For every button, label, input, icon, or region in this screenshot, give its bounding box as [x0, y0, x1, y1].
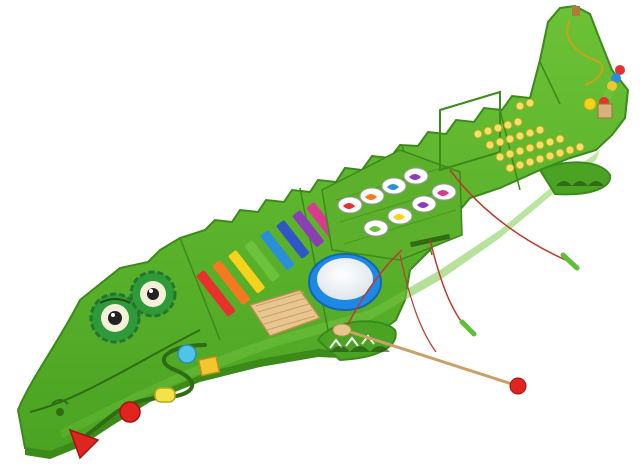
fish-pocket[interactable] [363, 219, 389, 237]
yellow-bead[interactable] [583, 97, 597, 111]
xylophone-bar[interactable] [292, 210, 325, 248]
nostril [56, 408, 64, 416]
xylophone-bar[interactable] [196, 270, 236, 317]
fish-pocket[interactable] [387, 207, 413, 225]
mallet-grip [332, 323, 352, 337]
left-eye[interactable] [89, 292, 141, 344]
shape-slide-track [78, 343, 207, 442]
drum[interactable] [308, 253, 382, 311]
cylinder-shape-icon[interactable] [154, 387, 176, 403]
fish-pocket[interactable] [381, 177, 407, 195]
back-foot [538, 161, 612, 196]
right-eye[interactable] [129, 270, 177, 318]
circle-shape-icon[interactable] [177, 344, 197, 364]
mallet-icon[interactable] [509, 377, 527, 395]
circle-shape-icon[interactable] [119, 401, 141, 423]
fish-pocket[interactable] [411, 195, 437, 213]
fishing-line [429, 239, 469, 331]
abacus-frame [439, 90, 501, 172]
fish-pocket[interactable] [337, 196, 363, 214]
abacus-row[interactable] [485, 125, 545, 150]
front-foot [316, 320, 397, 362]
panel-seam [299, 187, 331, 341]
xylophone-bar[interactable] [228, 250, 265, 294]
fish-icon [417, 202, 429, 208]
xylophone-bar[interactable] [212, 260, 251, 306]
fish-pocket[interactable] [431, 183, 457, 201]
panel-seam [539, 61, 561, 105]
maze-wire [566, 19, 604, 86]
fish-icon [343, 203, 355, 209]
fishing-line [344, 249, 403, 331]
abacus [439, 90, 585, 173]
mallet-handle [337, 326, 513, 386]
fish-icon [437, 190, 449, 196]
maze-post [572, 6, 580, 16]
abacus-row[interactable] [505, 142, 585, 173]
abacus-row[interactable] [515, 98, 535, 111]
crocodile-head [29, 270, 221, 460]
abacus-row[interactable] [473, 117, 523, 139]
fish-icon [365, 194, 377, 200]
panel-seam [179, 237, 221, 341]
fish-pocket[interactable] [403, 167, 429, 185]
nostril-curve [51, 399, 69, 405]
accessories [332, 169, 580, 395]
xylophone-bar[interactable] [244, 240, 280, 282]
fishing-line [449, 169, 571, 263]
mouth-line [29, 329, 201, 413]
fish-pocket[interactable] [359, 187, 385, 205]
magnet-rod-icon[interactable] [560, 252, 580, 271]
mallet-string [399, 254, 437, 353]
fish-icon [393, 214, 405, 220]
xylophone-bar[interactable] [276, 220, 310, 259]
xylophone-bar[interactable] [260, 230, 295, 271]
fish-icon [369, 226, 381, 232]
crocodile-body [16, 4, 630, 459]
fish-icon [409, 174, 421, 180]
magnet-rod-icon[interactable] [459, 319, 477, 337]
bead-post [597, 103, 613, 119]
fishing-game [321, 149, 463, 261]
belly-stripe [60, 150, 600, 438]
gear-eye-icon [99, 298, 131, 304]
bead-maze [566, 6, 625, 119]
triangle-shape-icon[interactable] [68, 428, 100, 460]
fish-icon [387, 184, 399, 190]
xylophone [196, 202, 337, 317]
square-shape-icon[interactable] [197, 355, 221, 377]
wooden-block[interactable] [248, 289, 322, 337]
abacus-row[interactable] [495, 134, 565, 162]
